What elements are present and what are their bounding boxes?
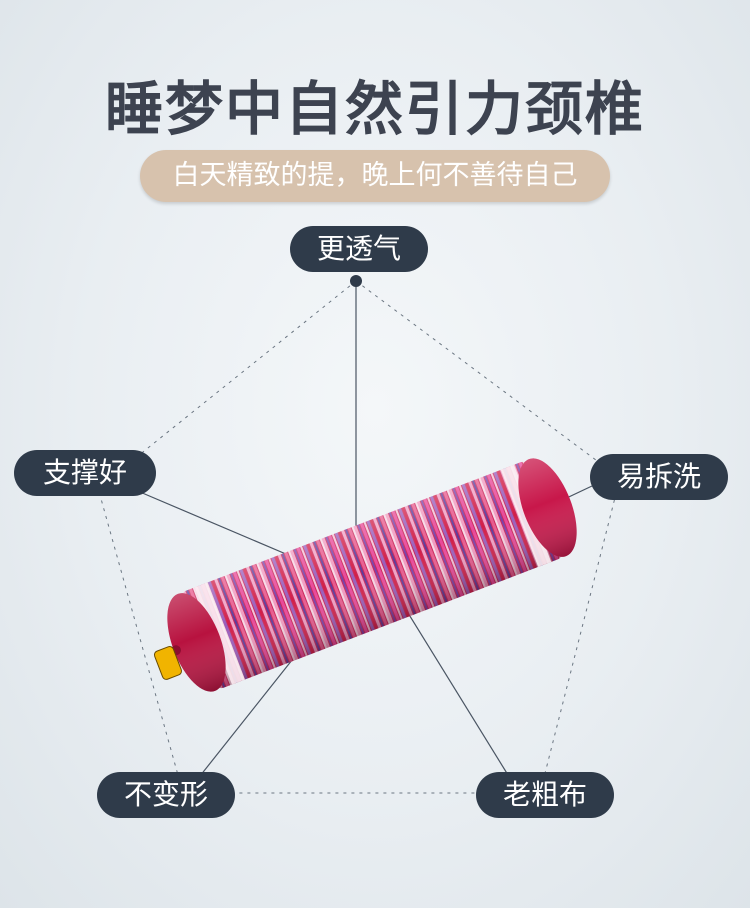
pentagon-outline [97,280,621,794]
page-title: 睡梦中自然引力颈椎 [104,75,645,143]
feature-label-no-deform: 不变形 [97,772,235,818]
spoke-left [139,491,301,561]
feature-label-support: 支撑好 [14,450,156,496]
pillow-image [153,458,577,692]
spoke-bottom-right [399,599,509,776]
feature-label-washable: 易拆洗 [590,454,728,500]
top-dot [350,275,362,287]
subtitle-banner: 白天精致的提，晚上何不善待自己 [140,150,610,202]
feature-label-coarse-cloth: 老粗布 [476,772,614,818]
feature-label-breathable: 更透气 [290,226,428,272]
spoke-bottom-left [199,649,301,777]
